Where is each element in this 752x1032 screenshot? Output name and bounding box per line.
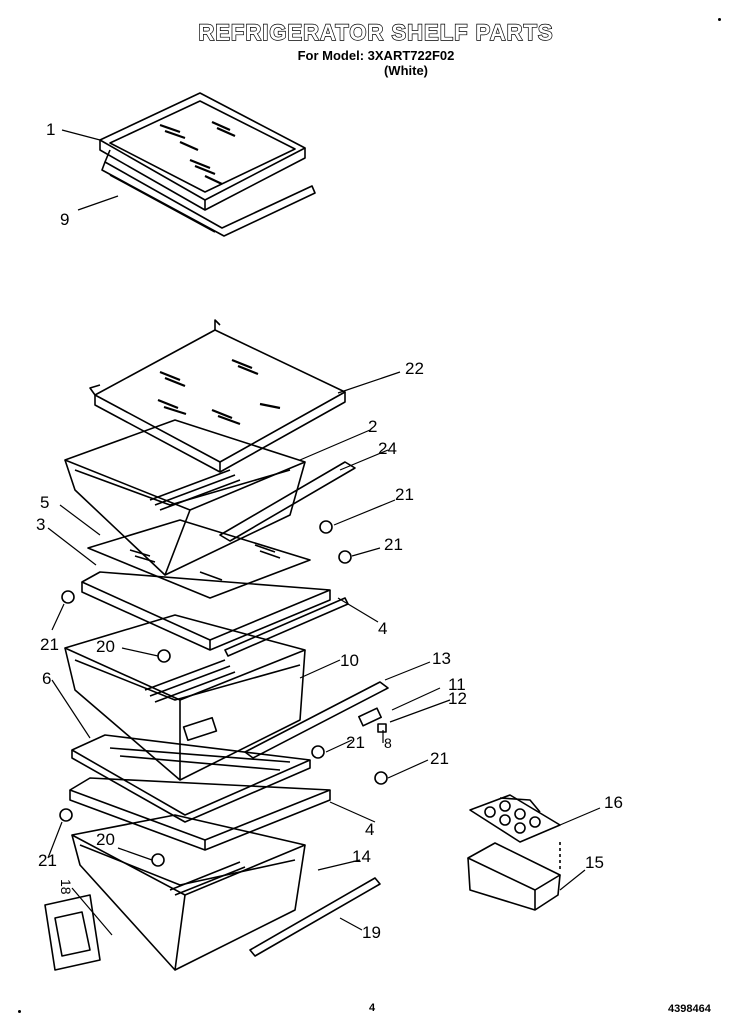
- callout-20-a: 20: [96, 637, 115, 656]
- egg-bin: [467, 842, 561, 911]
- rail-24: [219, 461, 356, 542]
- egg-tray: [469, 794, 561, 843]
- color-line: (White): [383, 63, 429, 78]
- page-number: 4: [369, 1002, 376, 1014]
- document-number: 4398464: [668, 1003, 711, 1015]
- callout-4-b: 4: [365, 820, 374, 839]
- callout-10: 10: [340, 651, 359, 670]
- leader-lines: [47, 129, 601, 936]
- callout-14: 14: [352, 847, 371, 866]
- callout-13: 13: [432, 649, 451, 668]
- callout-1: 1: [46, 120, 55, 139]
- callout-21-e: 21: [430, 749, 449, 768]
- callout-2: 2: [368, 417, 377, 436]
- middle-glass-reflections: [157, 358, 281, 426]
- fasteners: [59, 520, 388, 867]
- crisper-cover-frame: [81, 571, 349, 657]
- callout-labels: 1 9 22 2 24 21 5 3 21 21 4 20 10 13 11 6…: [36, 120, 623, 942]
- callout-5: 5: [40, 493, 49, 512]
- top-shelf-frame: [101, 149, 316, 237]
- callout-8: 8: [384, 735, 392, 751]
- callout-24: 24: [378, 439, 397, 458]
- model-line: For Model: 3XART722F02: [297, 48, 455, 63]
- callout-18: 18: [58, 879, 74, 895]
- callout-4-a: 4: [378, 619, 387, 638]
- crisper-glass-insert: [87, 519, 311, 599]
- middle-glass-shelf: [89, 319, 346, 473]
- callout-6: 6: [42, 669, 51, 688]
- callout-12: 12: [448, 689, 467, 708]
- corner-mark: [718, 18, 721, 21]
- callout-19: 19: [362, 923, 381, 942]
- callout-21-d: 21: [346, 733, 365, 752]
- callout-3: 3: [36, 515, 45, 534]
- slide-frame-4-lower: [69, 777, 331, 851]
- bottom-drawer: [71, 814, 306, 971]
- lower-crisper-drawer: [64, 614, 306, 781]
- callout-21-f: 21: [38, 851, 57, 870]
- callout-20-b: 20: [96, 830, 115, 849]
- corner-mark: [18, 1010, 21, 1013]
- callout-21-c: 21: [40, 635, 59, 654]
- callout-22: 22: [405, 359, 424, 378]
- top-glass-reflections: [159, 120, 236, 185]
- label-plate-18: [44, 894, 101, 971]
- callout-9: 9: [60, 210, 69, 229]
- callout-11: 11: [448, 675, 466, 694]
- callout-21-a: 21: [395, 485, 414, 504]
- bracket-11-12-8: [358, 707, 387, 733]
- callout-15: 15: [585, 853, 604, 872]
- callout-16: 16: [604, 793, 623, 812]
- page-title: REFRIGERATOR SHELF PARTS: [198, 19, 554, 45]
- rail-13: [244, 681, 389, 759]
- slide-shelf-6: [71, 734, 311, 823]
- rail-19: [249, 877, 381, 957]
- upper-crisper-drawer: [64, 419, 306, 576]
- top-glass-shelf: [99, 92, 306, 211]
- callout-21-b: 21: [384, 535, 403, 554]
